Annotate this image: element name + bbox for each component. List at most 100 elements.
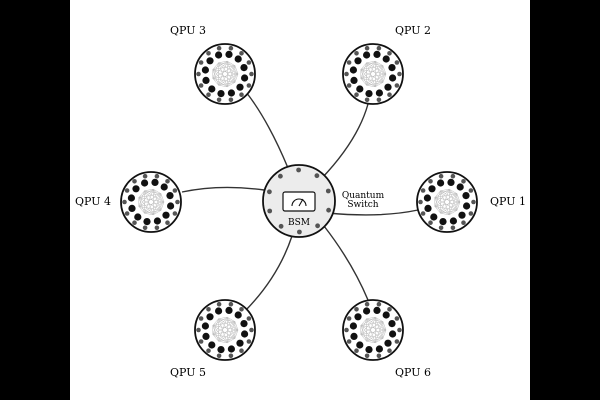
qubit-dot xyxy=(424,204,432,212)
qubit-dot xyxy=(438,173,444,179)
qubit-dot xyxy=(208,341,216,349)
qpu-label-6: QPU 6 xyxy=(395,366,431,379)
qubit-dot xyxy=(132,185,140,193)
qubit-dot xyxy=(389,330,397,338)
qubit-dot xyxy=(225,306,233,314)
qubit-dot xyxy=(240,320,248,328)
qubit-dot xyxy=(373,50,381,58)
qubit-dot xyxy=(175,199,180,205)
qubit-dot xyxy=(430,213,438,221)
qpu-label-2: QPU 2 xyxy=(395,24,431,37)
qubit-dot xyxy=(471,199,476,205)
qpu-node-3 xyxy=(194,43,256,105)
qubit-dot xyxy=(365,346,373,354)
qubit-dot xyxy=(437,179,445,187)
qubit-dot xyxy=(206,51,211,56)
qubit-dot xyxy=(241,74,249,82)
switch-port-dot xyxy=(278,173,283,179)
qubit-dot xyxy=(423,194,431,202)
qubit-dot xyxy=(206,313,214,321)
qubit-dot xyxy=(364,97,370,103)
qubit-dot xyxy=(364,301,370,307)
qubit-dot xyxy=(234,55,242,63)
qubit-dot xyxy=(468,188,474,193)
qubit-dot xyxy=(249,71,254,77)
qubit-dot xyxy=(387,307,392,312)
qubit-dot xyxy=(468,211,474,216)
switch-label-line1: Quantum xyxy=(342,191,385,201)
qubit-dot xyxy=(246,60,252,65)
qubit-dot xyxy=(127,194,135,202)
qubit-dot xyxy=(450,173,456,179)
qubit-dot xyxy=(349,322,357,330)
qubit-dot xyxy=(198,83,204,88)
qubit-dot xyxy=(228,301,234,307)
link-qpu5 xyxy=(243,235,293,313)
qubit-dot xyxy=(162,211,170,219)
qubit-dot xyxy=(141,179,149,187)
qubit-dot xyxy=(202,332,210,340)
qpu-body xyxy=(194,43,256,105)
switch-port-dot xyxy=(296,167,301,173)
qubit-dot xyxy=(354,92,359,97)
qubit-dot xyxy=(387,348,392,353)
qubit-dot xyxy=(132,220,137,225)
qubit-dot xyxy=(225,50,233,58)
qpu-node-6 xyxy=(342,299,404,361)
switch-port-dot xyxy=(315,223,320,229)
qubit-dot xyxy=(142,225,148,231)
switch-port-dot xyxy=(297,229,302,235)
qubit-dot xyxy=(172,188,178,193)
qubit-dot xyxy=(354,313,362,321)
qubit-dot xyxy=(239,51,244,56)
qubit-dot xyxy=(388,64,396,72)
qpu-label-3: QPU 3 xyxy=(170,24,206,37)
qpu-body xyxy=(120,171,182,233)
switch-port-dot xyxy=(314,173,320,179)
qubit-dot xyxy=(449,217,457,225)
qubit-dot xyxy=(387,51,392,56)
qubit-dot xyxy=(228,45,234,51)
qubit-dot xyxy=(227,89,235,97)
qubit-dot xyxy=(134,213,142,221)
qubit-dot xyxy=(216,353,222,359)
qubit-dot xyxy=(239,348,244,353)
qubit-dot xyxy=(172,211,178,216)
qubit-dot xyxy=(166,192,174,200)
qubit-dot xyxy=(350,76,358,84)
qubit-dot xyxy=(215,51,223,59)
qubit-dot xyxy=(228,353,234,359)
qubit-dot xyxy=(384,83,392,91)
links-group xyxy=(181,91,419,313)
qubit-dot xyxy=(198,339,204,344)
qubit-dot xyxy=(128,204,136,212)
qubit-dot xyxy=(428,185,436,193)
qubit-dot xyxy=(350,332,358,340)
qubit-dot xyxy=(349,66,357,74)
qubit-dot xyxy=(428,220,433,225)
qubit-dot xyxy=(246,339,252,344)
qubit-dot xyxy=(384,339,392,347)
qubit-dot xyxy=(201,322,209,330)
qpu-mesh xyxy=(138,188,165,216)
switch-port-dot xyxy=(326,207,331,213)
qpu-node-5 xyxy=(194,299,256,361)
qubit-dot xyxy=(167,202,175,210)
qubit-dot xyxy=(461,220,466,225)
qubit-dot xyxy=(346,339,352,344)
qubit-dot xyxy=(365,90,373,98)
qubit-dot xyxy=(206,92,211,97)
qubit-dot xyxy=(249,327,254,333)
qubit-dot xyxy=(344,327,349,333)
qubit-dot xyxy=(397,327,402,333)
qubit-dot xyxy=(397,71,402,77)
qubit-dot xyxy=(206,348,211,353)
switch-label-line2: Switch xyxy=(347,200,378,210)
qubit-dot xyxy=(375,89,383,97)
qubit-dot xyxy=(154,225,160,231)
qubit-dot xyxy=(346,83,352,88)
qubit-dot xyxy=(420,211,426,216)
qpu-mesh xyxy=(360,316,387,344)
qubit-dot xyxy=(376,45,382,51)
